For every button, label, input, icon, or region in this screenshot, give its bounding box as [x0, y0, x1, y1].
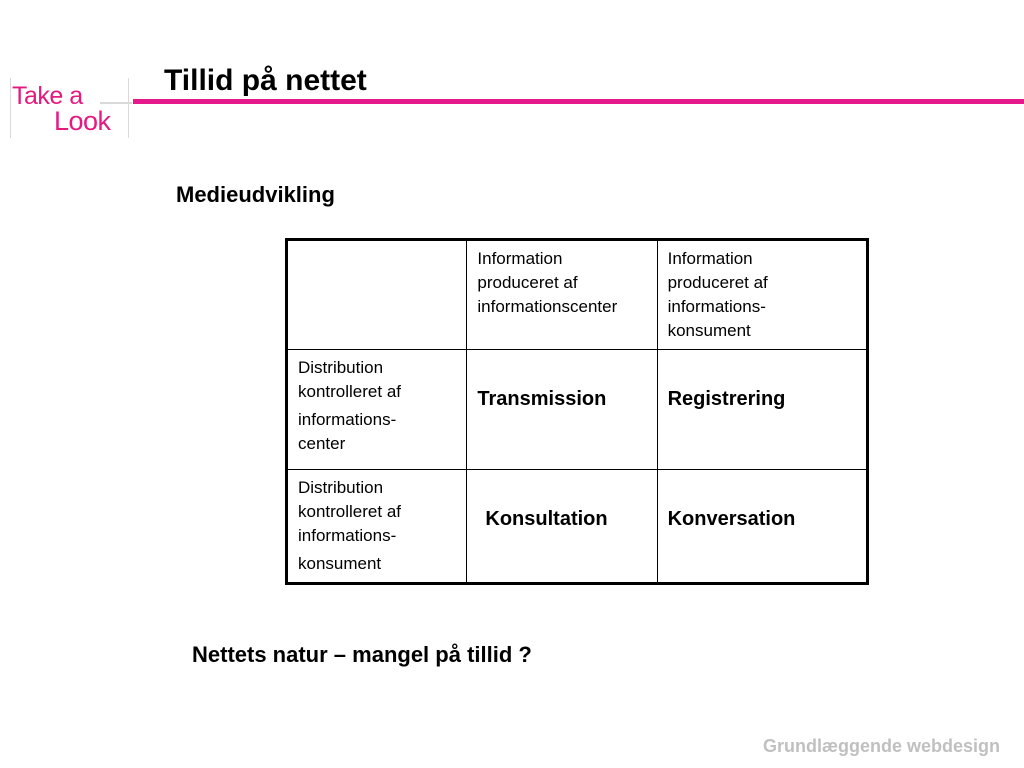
media-matrix-table: Information produceret af informationsce… [285, 238, 869, 585]
row-label-cell: Distribution kontrolleret af information… [285, 349, 468, 470]
header-text-line: konsument [667, 321, 751, 340]
take-a-look-logo: Take a Look [8, 78, 132, 140]
header-text-line: produceret af [667, 273, 768, 292]
cell-value: Konversation [667, 508, 796, 530]
title-underline [133, 99, 1024, 104]
cell-value: Konsultation [485, 508, 608, 530]
row-label-line: Distribution [298, 358, 384, 377]
header-cell-informationscenter: Information produceret af informationsce… [466, 239, 658, 350]
row-label-line: center [298, 434, 346, 453]
footer-text: Grundlæggende webdesign [762, 736, 1000, 756]
table-row: Distribution kontrolleret af information… [285, 469, 869, 584]
cell-konsultation: Konsultation [466, 469, 658, 584]
header-cell-konsument: Information produceret af informations- … [656, 239, 869, 350]
logo-connector-line [100, 102, 132, 104]
row-label-line: Distribution [298, 478, 384, 497]
cell-registrering: Registrering [656, 349, 869, 470]
header-text-line: Information [667, 249, 753, 268]
row-label-line: konsument [298, 554, 382, 573]
table-corner-cell [285, 239, 468, 350]
logo-text-line1: Take a [12, 82, 83, 110]
bottom-question: Nettets natur – mangel på tillid ? [192, 642, 532, 667]
row-label-line: kontrolleret af [298, 382, 401, 401]
logo-right-line [128, 78, 129, 138]
cell-transmission: Transmission [466, 349, 658, 470]
row-label-line: informations- [298, 410, 397, 429]
cell-value: Transmission [477, 388, 607, 410]
header-text-line: Information [477, 249, 563, 268]
cell-konversation: Konversation [656, 469, 869, 584]
row-label-line: informations- [298, 526, 397, 545]
slide-title: Tillid på nettet [164, 64, 367, 97]
row-label-cell: Distribution kontrolleret af information… [285, 469, 468, 584]
slide-subtitle: Medieudvikling [176, 182, 335, 207]
header-text-line: informations- [667, 297, 766, 316]
table-header-row: Information produceret af informationsce… [285, 239, 869, 350]
table-row: Distribution kontrolleret af information… [285, 349, 869, 470]
row-label-line: kontrolleret af [298, 502, 401, 521]
cell-value: Registrering [667, 388, 786, 410]
logo-left-line [10, 78, 11, 138]
header-text-line: informationscenter [477, 297, 618, 316]
logo-text-line2: Look [54, 106, 111, 136]
header-text-line: produceret af [477, 273, 578, 292]
